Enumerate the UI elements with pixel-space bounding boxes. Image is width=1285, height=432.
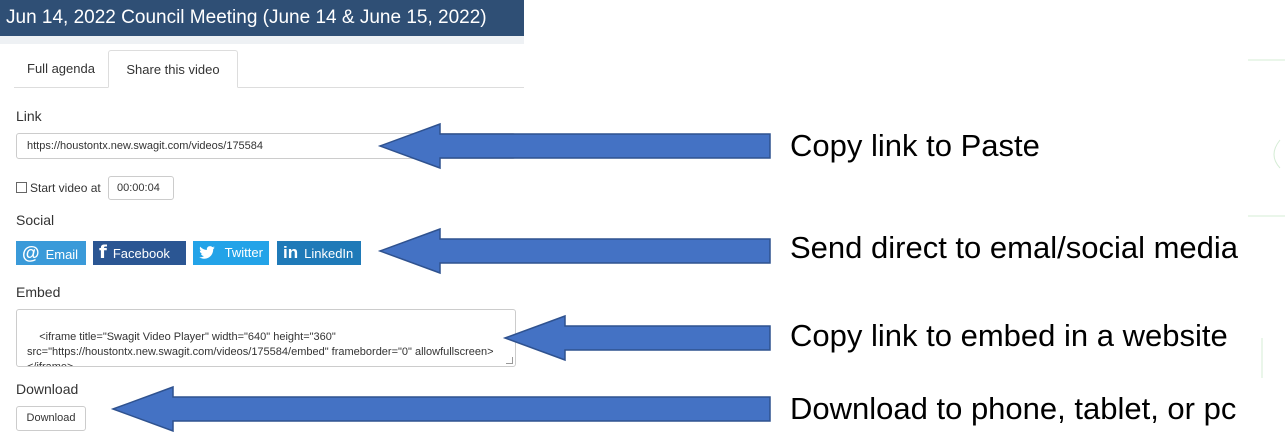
tab-full-agenda[interactable]: Full agenda bbox=[27, 61, 95, 76]
annotation-send-social: Send direct to emal/social media bbox=[790, 230, 1239, 265]
annotation-embed: Copy link to embed in a website bbox=[790, 318, 1228, 353]
tab-share-video[interactable]: Share this video bbox=[108, 50, 238, 88]
start-video-label: Start video at bbox=[30, 181, 101, 195]
embed-label: Embed bbox=[16, 284, 61, 300]
resize-handle-icon[interactable] bbox=[506, 357, 513, 364]
start-video-row: Start video at bbox=[16, 177, 101, 199]
annotation-copy-link: Copy link to Paste bbox=[790, 128, 1040, 163]
email-share-button[interactable]: @ Email bbox=[16, 241, 86, 265]
twitter-share-button[interactable]: Twitter bbox=[193, 241, 269, 265]
twitter-icon bbox=[199, 245, 219, 260]
annotation-download: Download to phone, tablet, or pc bbox=[790, 391, 1237, 426]
facebook-icon: f bbox=[99, 242, 107, 263]
at-icon: @ bbox=[22, 243, 40, 263]
download-button[interactable]: Download bbox=[16, 406, 86, 431]
email-button-label: Email bbox=[45, 247, 79, 262]
facebook-button-label: Facebook bbox=[112, 246, 170, 261]
download-label: Download bbox=[16, 381, 79, 397]
social-label: Social bbox=[16, 212, 55, 228]
page-title: Jun 14, 2022 Council Meeting (June 14 & … bbox=[0, 0, 524, 36]
embed-code-textarea[interactable]: <iframe title="Swagit Video Player" widt… bbox=[16, 309, 516, 367]
linkedin-button-label: LinkedIn bbox=[304, 246, 354, 261]
twitter-button-label: Twitter bbox=[224, 245, 263, 260]
linkedin-share-button[interactable]: in LinkedIn bbox=[277, 241, 361, 265]
linkedin-icon: in bbox=[283, 243, 299, 262]
start-time-input[interactable]: 00:00:04 bbox=[108, 176, 174, 200]
link-label: Link bbox=[16, 108, 42, 124]
tab-bar: Full agenda Share this video bbox=[14, 50, 524, 88]
header-divider bbox=[0, 36, 524, 44]
arrow-embed-icon bbox=[502, 314, 771, 362]
share-panel: Jun 14, 2022 Council Meeting (June 14 & … bbox=[0, 0, 524, 432]
start-video-checkbox[interactable] bbox=[16, 182, 27, 194]
embed-code-text: <iframe title="Swagit Video Player" widt… bbox=[27, 331, 494, 367]
link-field[interactable]: https://houstontx.new.swagit.com/videos/… bbox=[16, 133, 516, 159]
facebook-share-button[interactable]: f Facebook bbox=[93, 241, 186, 265]
